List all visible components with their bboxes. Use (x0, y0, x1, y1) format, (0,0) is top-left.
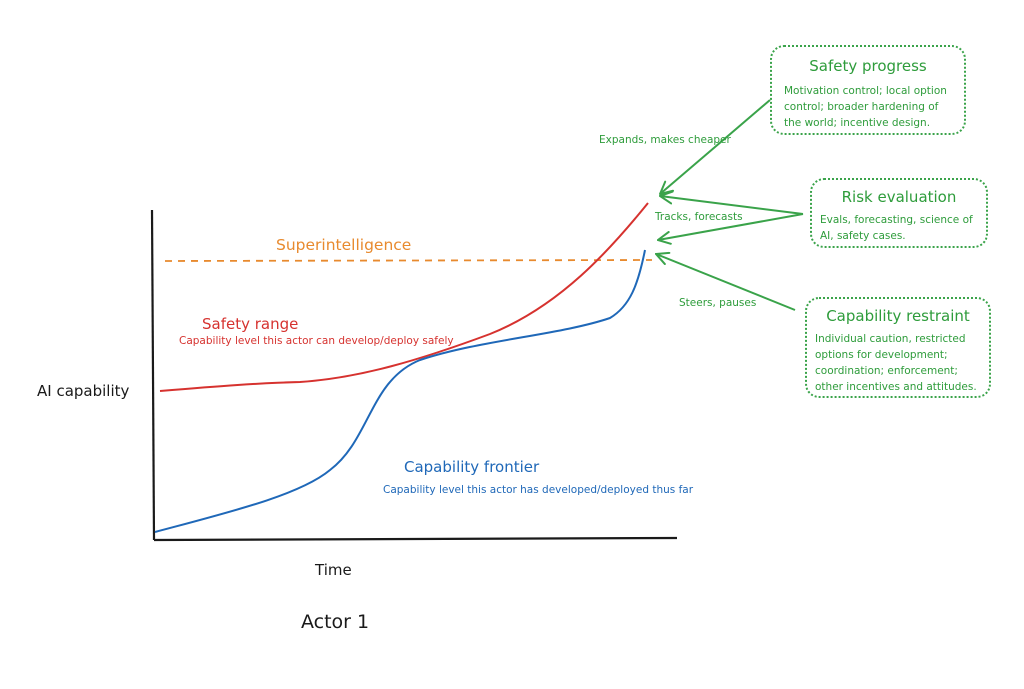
capability-restraint-description: Individual caution, restricted options f… (815, 333, 977, 393)
risk-evaluation-title: Risk evaluation (841, 188, 957, 206)
x-axis (153, 536, 678, 542)
safety-progress-box: Safety progress Motivation control; loca… (770, 45, 966, 135)
y-axis (150, 209, 156, 541)
arrow-risk-to-frontier (658, 213, 804, 240)
arrow-safety-progress (660, 99, 771, 194)
edge-label-risk-evaluation: Tracks, forecasts (655, 211, 743, 223)
arrow-capability-restraint (656, 254, 796, 311)
capability-frontier-description: Capability level this actor has develope… (383, 484, 694, 496)
risk-evaluation-description: Evals, forecasting, science of AI, safet… (820, 214, 973, 242)
safety-range-description: Capability level this actor can develop/… (179, 335, 454, 347)
safety-progress-title: Safety progress (809, 57, 927, 75)
edge-label-capability-restraint: Steers, pauses (679, 297, 757, 309)
arrow-risk-to-safety-range (660, 196, 804, 215)
y-axis-label: AI capability (37, 382, 130, 400)
capability-frontier-title: Capability frontier (404, 458, 540, 476)
superintelligence-label: Superintelligence (276, 236, 412, 254)
safety-range-title: Safety range (202, 315, 299, 333)
capability-frontier-curve (154, 249, 646, 533)
safety-range-curve (159, 202, 649, 392)
x-axis-label: Time (315, 561, 352, 579)
edge-label-safety-progress: Expands, makes cheaper (599, 134, 731, 146)
safety-progress-description: Motivation control; local option control… (784, 85, 947, 129)
capability-restraint-title: Capability restraint (826, 307, 970, 325)
actor-caption: Actor 1 (301, 611, 370, 633)
risk-evaluation-box: Risk evaluation Evals, forecasting, scie… (810, 178, 988, 248)
superintelligence-line (164, 259, 653, 262)
capability-restraint-box: Capability restraint Individual caution,… (805, 297, 991, 398)
